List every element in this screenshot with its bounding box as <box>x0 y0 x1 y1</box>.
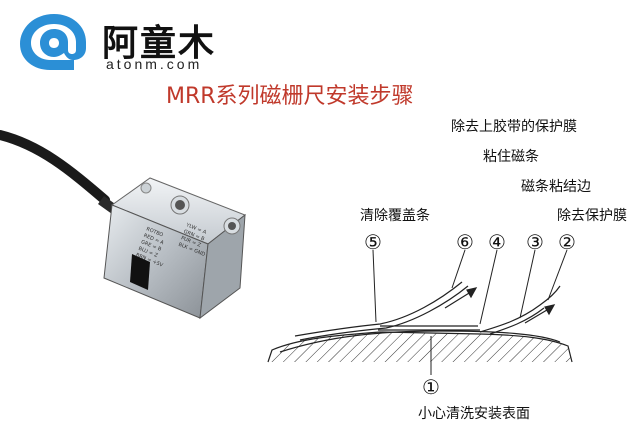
label-clean-surface: 小心清洗安装表面 <box>418 406 530 422</box>
logo: 阿童木 atonm.com <box>14 10 224 72</box>
atonm-logo-icon <box>20 14 86 70</box>
marker-5: ⑤ <box>364 230 382 254</box>
logo-domain: atonm.com <box>106 56 203 72</box>
marker-6: ⑥ <box>456 230 474 254</box>
diagram-title: MRR系列磁栅尺安装步骤 <box>166 84 414 109</box>
marker-3: ③ <box>526 230 544 254</box>
peel-arrows <box>444 287 556 324</box>
mounting-surface <box>267 330 573 363</box>
sensor-cable <box>0 130 110 205</box>
label-stick-magnetic-strip: 粘住磁条 <box>483 149 539 165</box>
sensor-side-label: YLW = A GRN = B PUR = Z BLK = GND <box>176 222 213 258</box>
tape-layers <box>294 281 561 341</box>
leader-lines <box>372 249 568 375</box>
label-strip-bond-edge: 磁条粘结边 <box>521 179 591 195</box>
label-remove-top-tape-film: 除去上胶带的保护膜 <box>451 119 577 135</box>
marker-4: ④ <box>488 230 506 254</box>
label-remove-protective-film: 除去保护膜 <box>557 208 627 224</box>
marker-2: ② <box>558 230 576 254</box>
label-remove-cover-strip: 清除覆盖条 <box>360 208 430 224</box>
logo-brand-name: 阿童木 <box>102 23 217 64</box>
magnetic-sensor <box>103 177 246 320</box>
marker-1: ① <box>422 375 440 399</box>
